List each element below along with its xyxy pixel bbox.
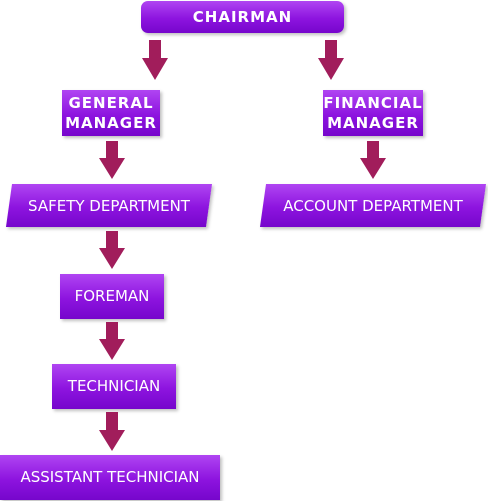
arrow-chairman-to-financial-manager (318, 40, 344, 80)
general-manager-node: GENERAL MANAGER (62, 90, 160, 136)
arrow-chairman-to-general-manager (142, 40, 168, 80)
arrow-safety-to-foreman (99, 231, 125, 269)
safety-department-label: SAFETY DEPARTMENT (28, 196, 190, 215)
chairman-label: CHAIRMAN (192, 7, 293, 26)
general-manager-label-line2: MANAGER (65, 114, 157, 132)
chairman-node: CHAIRMAN (141, 1, 344, 33)
account-department-node: ACCOUNT DEPARTMENT (259, 184, 487, 227)
general-manager-label-line1: GENERAL (68, 94, 154, 112)
arrow-general-manager-to-safety (99, 141, 125, 179)
assistant-technician-label: ASSISTANT TECHNICIAN (20, 468, 200, 486)
arrow-foreman-to-technician (99, 322, 125, 360)
foreman-label: FOREMAN (74, 287, 150, 305)
account-department-label: ACCOUNT DEPARTMENT (283, 196, 463, 215)
foreman-node: FOREMAN (60, 274, 164, 319)
arrow-technician-to-assistant (99, 412, 125, 451)
technician-node: TECHNICIAN (52, 364, 176, 409)
technician-label: TECHNICIAN (67, 377, 161, 395)
financial-manager-label-line2: MANAGER (327, 114, 419, 132)
assistant-technician-node: ASSISTANT TECHNICIAN (0, 455, 220, 500)
safety-department-node: SAFETY DEPARTMENT (5, 184, 213, 227)
financial-manager-node: FINANCIAL MANAGER (323, 90, 423, 136)
arrow-financial-manager-to-account (360, 141, 386, 179)
financial-manager-label-line1: FINANCIAL (323, 94, 423, 112)
